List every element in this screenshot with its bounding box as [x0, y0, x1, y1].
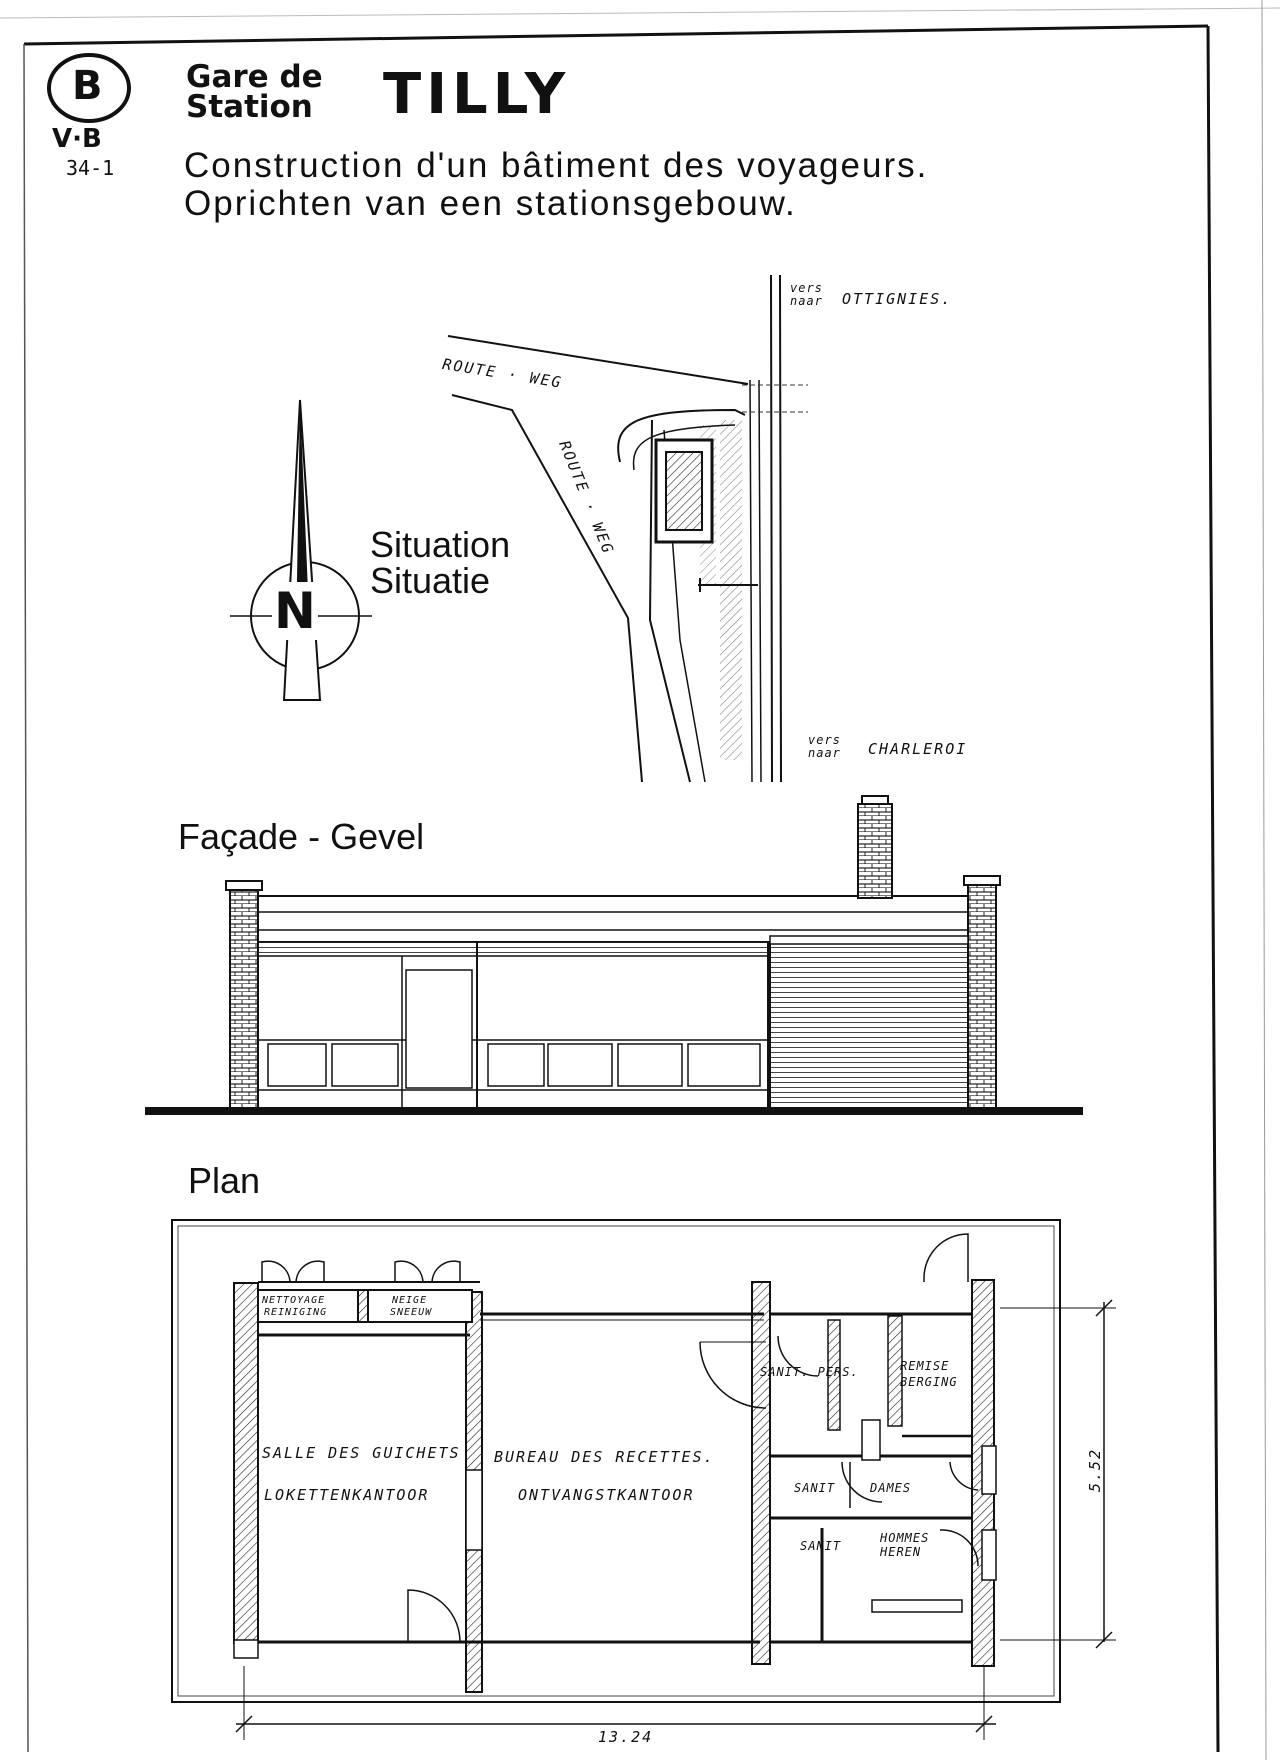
- room-receipts-fr: BUREAU DES RECETTES.: [494, 1448, 715, 1466]
- situation-map: [447, 274, 808, 783]
- logo-code-top: V·B: [52, 124, 102, 154]
- room-ticket-hall-fr: SALLE DES GUICHETS: [262, 1444, 461, 1462]
- room-men-prefix: SANIT: [800, 1539, 842, 1553]
- sncb-logo: [47, 53, 131, 123]
- room-ladies: DAMES: [870, 1481, 912, 1495]
- room-storage-nl: BERGING: [900, 1375, 958, 1389]
- header-line-nl: Station: [186, 89, 313, 125]
- direction-top-prefix-nl: naar: [790, 294, 823, 308]
- plan-title: Plan: [188, 1160, 261, 1201]
- floor-plan: [171, 1219, 1116, 1740]
- direction-bottom-destination: CHARLEROI: [868, 740, 968, 758]
- room-ticket-hall-nl: LOKETTENKANTOOR: [264, 1486, 430, 1504]
- subtitle-nl: Oprichten van een stationsgebouw.: [184, 184, 797, 223]
- station-name: TILLY: [383, 62, 571, 127]
- room-cleaning-nl: REINIGING: [264, 1307, 328, 1318]
- facade-elevation: [145, 795, 1083, 1115]
- room-cleaning-fr: NETTOYAGE: [262, 1295, 326, 1306]
- direction-top-destination: OTTIGNIES.: [842, 290, 953, 308]
- north-letter: N: [272, 582, 318, 640]
- logo-code-bottom: 34-1: [66, 156, 115, 180]
- room-men-fr: HOMMES: [880, 1531, 930, 1545]
- room-storage-fr: REMISE: [900, 1359, 950, 1373]
- direction-bottom-prefix-nl: naar: [808, 746, 841, 760]
- situation-title-nl: Situatie: [370, 560, 491, 601]
- facade-title: Façade - Gevel: [178, 816, 425, 857]
- room-staff-sanitary: SANIT. PERS.: [760, 1365, 859, 1379]
- room-men-nl: HEREN: [880, 1545, 922, 1559]
- dimension-depth: 5.52: [1086, 1447, 1104, 1492]
- situation-title-fr: Situation: [370, 524, 511, 565]
- room-receipts-nl: ONTVANGSTKANTOOR: [518, 1486, 695, 1504]
- logo-letter: B: [72, 63, 103, 109]
- subtitle-fr: Construction d'un bâtiment des voyageurs…: [184, 146, 929, 185]
- north-arrow: [230, 399, 372, 701]
- direction-top-prefix-fr: vers: [790, 281, 823, 295]
- room-ladies-prefix: SANIT: [794, 1481, 836, 1495]
- room-snow-fr: NEIGE: [392, 1295, 428, 1306]
- direction-bottom-prefix-fr: vers: [808, 733, 841, 747]
- room-snow-nl: SNEEUW: [390, 1307, 433, 1318]
- header-line-fr: Gare de: [186, 59, 323, 95]
- dimension-width: 13.24: [598, 1728, 654, 1746]
